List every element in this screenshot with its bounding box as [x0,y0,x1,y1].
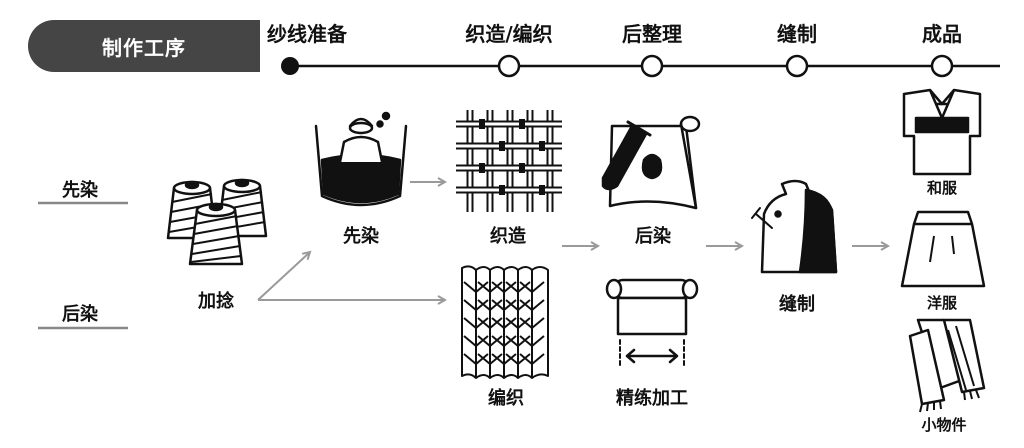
timeline-node-weaving [497,54,521,78]
refine-label: 精练加工 [616,388,688,409]
process-badge-label: 制作工序 [102,35,186,60]
western-clothing-icon [900,210,986,288]
accessory-icon [908,318,986,413]
knit-label: 编织 [488,388,524,409]
timeline-node-sewing [785,54,809,78]
sew-label: 缝制 [779,294,815,315]
stage-product: 成品 [922,22,962,46]
kimono-icon [902,88,982,176]
stage-sewing: 缝制 [777,22,817,46]
pre-dye-method-label: 先染 [62,180,98,201]
pre-dye-label: 先染 [343,226,379,247]
knitted-fabric-icon [461,265,549,379]
stage-finishing: 后整理 [622,22,682,46]
dress-form-icon [751,179,838,274]
fabric-dye-icon [601,115,701,210]
timeline-node-finishing [640,54,664,78]
post-dye-label: 后染 [635,226,671,247]
post-dye-method-label: 后染 [62,304,98,325]
kimono-label: 和服 [926,179,958,197]
dye-pot-icon [314,111,408,207]
refining-icon [605,278,699,367]
twist-label: 加捻 [198,291,234,312]
timeline-node-yarn-prep [281,57,299,75]
timeline-node-product [930,54,954,78]
weave-label: 织造 [490,226,526,247]
yarn-cones-icon [166,178,268,266]
accessory-label: 小物件 [921,416,967,434]
western-clothing-label: 洋服 [926,294,958,312]
arrow-twist-to-predye [257,252,310,301]
timeline [281,54,1000,78]
process-badge: 制作工序 [28,20,260,72]
woven-fabric-icon [456,110,562,212]
stage-yarn-prep: 纱线准备 [267,22,347,46]
stage-weaving-knitting: 织造/编织 [465,22,553,46]
